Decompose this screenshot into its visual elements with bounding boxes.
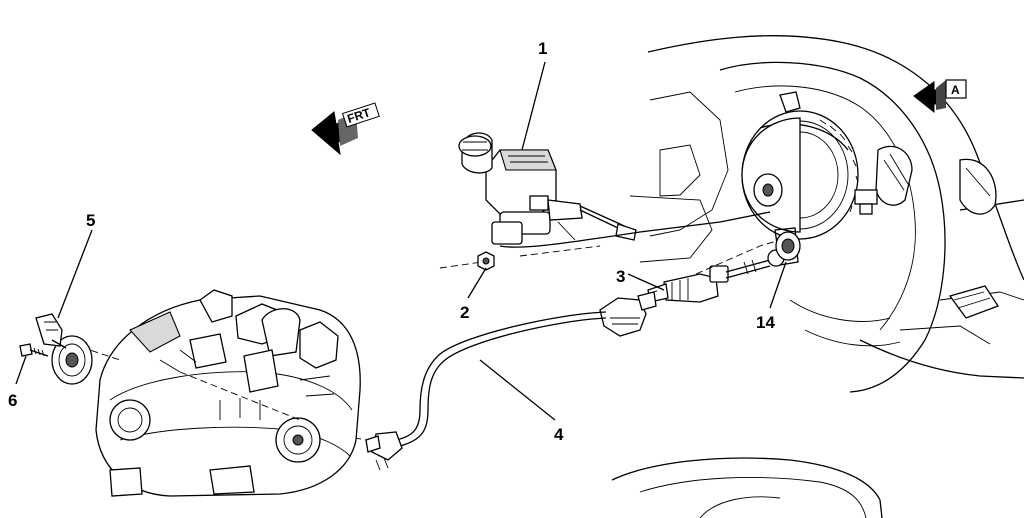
callout-6: 6 bbox=[8, 391, 17, 410]
brake-booster bbox=[741, 110, 878, 266]
callout-labels: 1 2 3 4 5 6 14 bbox=[8, 39, 775, 444]
view-a-marker: A bbox=[913, 79, 967, 114]
transaxle-assembly bbox=[59, 289, 361, 497]
callout-1: 1 bbox=[538, 39, 547, 58]
bolt bbox=[19, 343, 49, 357]
grommet-seal bbox=[775, 231, 801, 261]
nut bbox=[477, 251, 495, 271]
clutch-hydraulic-line bbox=[299, 291, 657, 471]
front-marker-label: FRT bbox=[345, 105, 372, 126]
master-cylinder-reservoir bbox=[439, 132, 771, 269]
lower-body-panel bbox=[611, 457, 883, 518]
callout-4: 4 bbox=[554, 425, 564, 444]
clutch-actuator bbox=[639, 239, 785, 303]
firewall-panel bbox=[629, 35, 1024, 393]
callout-5: 5 bbox=[86, 211, 95, 230]
leader-lines bbox=[15, 61, 787, 421]
callout-2: 2 bbox=[460, 303, 469, 322]
concentric-slave-cylinder bbox=[35, 313, 93, 385]
callout-14: 14 bbox=[756, 313, 775, 332]
front-direction-marker: FRT bbox=[311, 102, 380, 156]
view-marker-label: A bbox=[951, 83, 960, 97]
callout-3: 3 bbox=[616, 267, 625, 286]
